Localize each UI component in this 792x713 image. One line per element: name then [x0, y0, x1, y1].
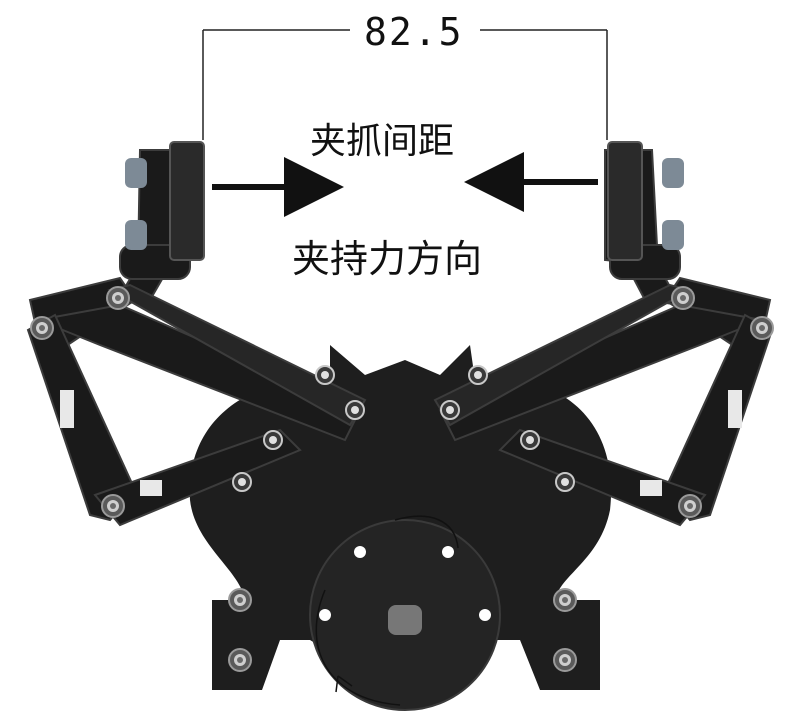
gripper-gap-label: 夹抓间距 — [310, 121, 455, 162]
right-linkage — [433, 149, 774, 527]
base-plate — [189, 345, 612, 711]
right-finger-pad — [607, 141, 684, 261]
dimension-line — [202, 29, 608, 140]
left-finger-pad — [125, 141, 205, 261]
rotation-arc-icon — [315, 515, 459, 706]
clamping-force-direction-label: 夹持力方向 — [292, 237, 483, 281]
dimension-value: 82.5 — [358, 10, 470, 54]
